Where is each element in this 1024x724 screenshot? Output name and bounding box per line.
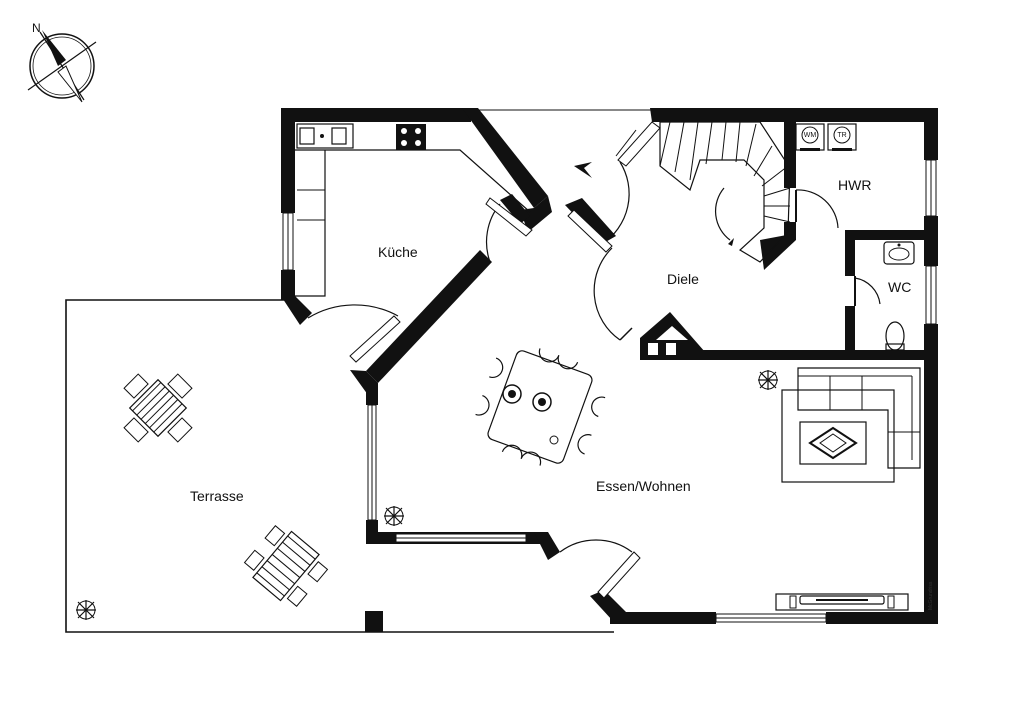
plant-icon xyxy=(384,506,404,526)
plant-icon xyxy=(758,370,778,390)
north-label: N xyxy=(32,21,41,35)
dryer-icon: TR xyxy=(827,123,857,151)
washer-label: WM xyxy=(804,132,817,139)
windows xyxy=(282,109,937,623)
washer-icon: WM xyxy=(795,123,825,151)
room-label-essen-wohnen: Essen/Wohnen xyxy=(596,478,691,494)
sofa xyxy=(781,367,921,483)
terrace-outline xyxy=(65,299,614,633)
kitchen-counter xyxy=(295,123,531,297)
tv-sideboard xyxy=(775,593,909,611)
room-label-terrasse: Terrasse xyxy=(190,488,244,504)
staircase xyxy=(615,121,791,263)
room-label-diele: Diele xyxy=(667,271,699,287)
terrace-table-rect xyxy=(243,525,329,607)
doors xyxy=(307,161,881,599)
sink-icon xyxy=(883,241,915,265)
toilet-icon xyxy=(885,321,905,351)
watermark: McGrundriss xyxy=(928,581,934,610)
plant-icon xyxy=(76,600,96,620)
room-label-hwr: HWR xyxy=(838,177,871,193)
dryer-label: TR xyxy=(837,132,846,139)
room-label-kueche: Küche xyxy=(378,244,418,260)
coffee-table xyxy=(799,421,867,465)
cooktop-icon xyxy=(396,124,426,150)
compass-icon: N xyxy=(27,21,97,103)
room-label-wc: WC xyxy=(888,279,911,295)
terrace-table-square xyxy=(123,373,193,443)
dining-table xyxy=(475,348,606,466)
